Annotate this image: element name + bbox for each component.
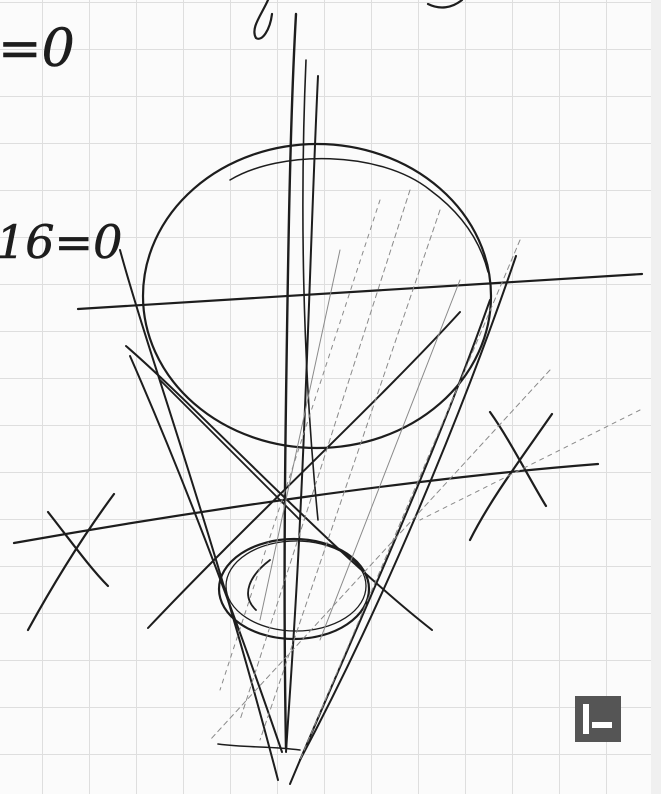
small-ellipse-inner-stroke — [247, 559, 271, 611]
square-logo-badge — [575, 696, 621, 742]
pen-stroke-top-right — [426, 0, 464, 9]
construction-lines — [209, 189, 641, 761]
cross-line-b — [147, 311, 461, 629]
cross-line-a — [125, 345, 433, 631]
upper-axis-line — [76, 272, 644, 311]
pen-stroke-top — [253, 0, 274, 40]
small-ellipse-overdraw — [225, 540, 367, 632]
large-ellipse — [141, 142, 493, 450]
vertical-stroke-3 — [302, 59, 319, 521]
lower-axis-line — [12, 462, 600, 545]
page-edge — [651, 0, 661, 794]
tangent-left-long — [129, 355, 283, 753]
tangent-right-inner — [299, 255, 517, 761]
logo-bar-vertical — [583, 704, 589, 734]
base-stroke — [217, 743, 301, 751]
x-mark-left — [26, 492, 116, 632]
equation-top-text: =0 — [0, 19, 75, 79]
vertical-axis — [283, 12, 298, 750]
tangent-left-inner — [119, 249, 279, 781]
vertical-stroke-2 — [285, 75, 319, 753]
cross-line-c — [159, 379, 301, 521]
ellipse-overdraw — [229, 157, 489, 273]
x-mark-right — [468, 410, 554, 542]
equation-middle: 16=0 — [0, 215, 123, 270]
logo-bar-horizontal — [592, 722, 612, 728]
equation-middle-text: 16=0 — [0, 215, 122, 269]
equation-top: =0 — [0, 19, 75, 80]
